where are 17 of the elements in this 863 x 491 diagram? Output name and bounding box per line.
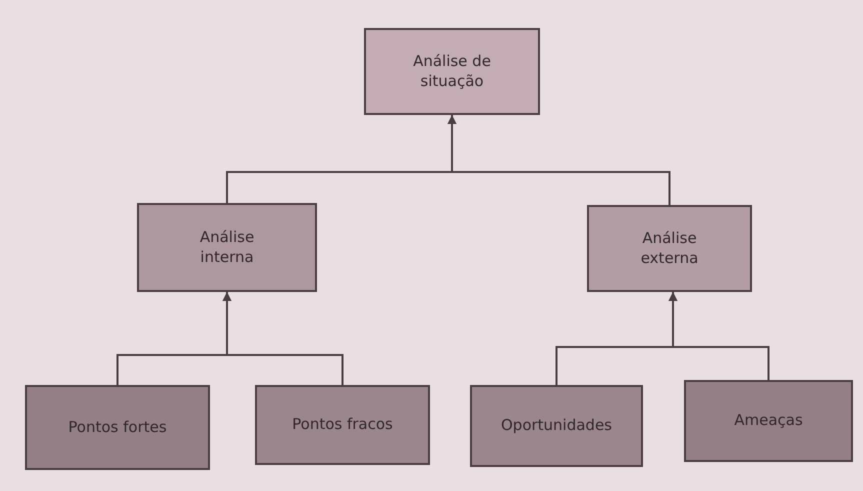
box-label: Análise externa: [640, 229, 700, 268]
process-box: [587, 205, 752, 292]
process-box: [470, 385, 643, 467]
process-box: [684, 380, 853, 462]
box-label: Ameaças: [734, 411, 803, 431]
process-box: [255, 385, 430, 465]
box-label: Pontos fracos: [292, 415, 393, 435]
arrow: [448, 115, 670, 205]
box-label: Análise interna: [198, 228, 256, 267]
process-box: [25, 385, 210, 470]
process-box: [364, 28, 540, 115]
box-label: Análise de situação: [412, 52, 492, 91]
box-label: Oportunidades: [500, 416, 612, 436]
arrow: [668, 292, 770, 380]
process-box: [137, 203, 317, 292]
arrow: [222, 292, 344, 385]
box-label: Pontos fortes: [68, 418, 167, 438]
